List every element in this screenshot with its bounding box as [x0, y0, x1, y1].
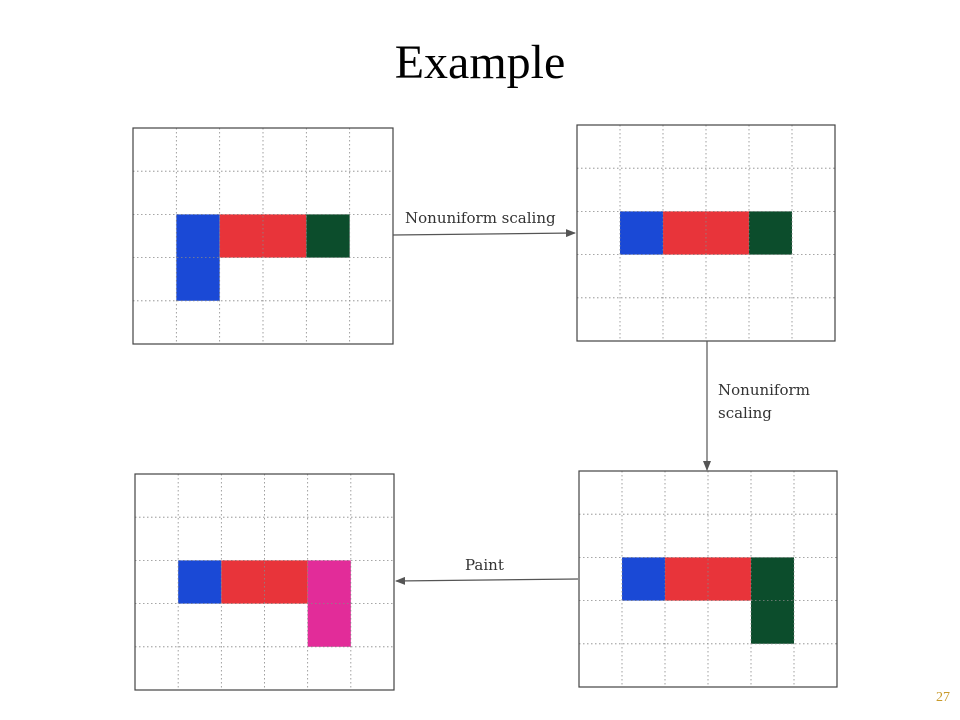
grid-panel-scaled-twice: [578, 470, 838, 688]
grid-border: [578, 470, 838, 688]
arrow-label-top: Nonuniform scaling: [405, 209, 556, 227]
arrow-label-right-line2: scaling: [718, 404, 772, 422]
grid-panel-scaled-once: [576, 124, 836, 342]
cell-green: [749, 211, 792, 255]
cell-blue: [178, 560, 222, 604]
grid-border: [134, 473, 395, 691]
arrow-label-bottom: Paint: [465, 556, 504, 574]
arrow-top: [392, 229, 576, 238]
cell-blue: [620, 211, 663, 255]
cell-blue: [622, 557, 665, 601]
grid-border: [576, 124, 836, 342]
grid-panel-painted: [134, 473, 395, 691]
grid-border: [132, 127, 394, 345]
page-number: 27: [936, 690, 950, 705]
cell-green: [306, 214, 350, 258]
slide-title: Example: [394, 36, 566, 89]
arrow-bottom: [395, 576, 579, 585]
arrow-label-right-line1: Nonuniform: [718, 381, 810, 399]
grid-panel-original: [132, 127, 394, 345]
